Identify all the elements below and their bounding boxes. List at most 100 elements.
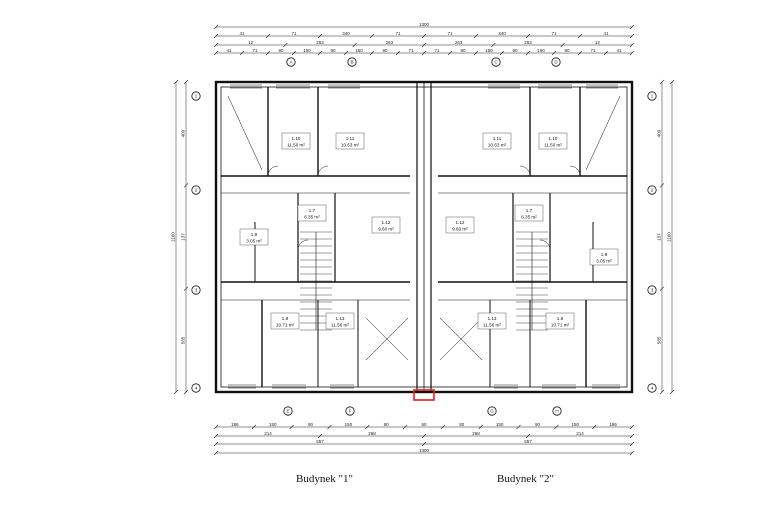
room-number: 1.10 <box>292 136 301 141</box>
dim-top-row3-value: 90 <box>330 48 336 53</box>
dim-bottom-row1-value: 90 <box>384 422 390 427</box>
dim-top-row1-tick <box>317 33 323 39</box>
caption-building-1: Budynek "1" <box>296 473 353 485</box>
room-label-box <box>477 312 507 330</box>
dim-bottom-row1-value: 186 <box>231 422 239 427</box>
room-area: 6.35 m² <box>521 215 537 220</box>
dim-top-row1-tick <box>213 33 219 39</box>
axis-marker-bottom-label: F <box>349 409 352 414</box>
room-label-box <box>325 312 355 330</box>
dim-right-total-tick <box>669 79 675 85</box>
room-label-box <box>239 228 269 246</box>
dim-top-row3-tick <box>213 50 219 56</box>
dim-top-row3-tick <box>577 50 583 56</box>
diagonal <box>365 317 409 361</box>
dim-top-row1-value: 340 <box>498 31 506 36</box>
dim-bottom-row2-value: 214 <box>264 431 272 436</box>
dim-top-row2-tick <box>213 42 219 48</box>
axis-marker-right <box>647 91 657 101</box>
dim-bottom-row1-value: 60 <box>421 422 427 427</box>
dim-right-parts-tick <box>659 183 665 188</box>
dim-top-row1-value: 71 <box>551 31 557 36</box>
dim-bottom-row1-tick <box>251 424 257 430</box>
room-area: 10.63 m² <box>341 143 360 148</box>
axis-marker-bottom-label: H <box>555 409 558 414</box>
axis-marker-right <box>647 285 657 295</box>
dim-bottom-row1-tick <box>213 424 219 430</box>
dim-left-parts-value: 585 <box>181 336 186 344</box>
dim-right-parts-tick <box>659 286 665 291</box>
axis-marker-bottom <box>345 406 355 416</box>
room-area: 10.71 m² <box>551 323 570 328</box>
dim-top-row2-value: 12 <box>248 40 254 45</box>
dim-top-row3-tick <box>369 50 375 56</box>
dim-top-row3-value: 71 <box>590 48 596 53</box>
dim-left-parts-tick <box>183 79 189 85</box>
room-area: 9.60 m² <box>378 227 394 232</box>
dim-top-row1-value: 41 <box>603 31 609 36</box>
diagonal <box>585 95 621 171</box>
dim-left-parts-value: 137 <box>181 233 186 241</box>
dim-bottom-row2-tick <box>213 433 219 439</box>
dim-bottom-row1-tick <box>591 424 597 430</box>
dim-top-row2-tick <box>491 42 496 48</box>
room-number: 1.13 <box>488 316 497 321</box>
axis-marker-left <box>191 91 201 101</box>
dim-bottom-row1-tick <box>554 424 559 430</box>
dim-bottom-row1-tick <box>440 424 446 430</box>
caption-building-2: Budynek "2" <box>497 473 554 485</box>
dim-top-row3-tick <box>525 50 531 56</box>
dim-bottom-row2-tick <box>525 433 531 439</box>
axis-marker-top <box>347 57 357 67</box>
dim-top-row2-value: 263 <box>455 40 463 45</box>
room-area: 9.60 m² <box>452 227 468 232</box>
room-number: 1.8 <box>282 316 289 321</box>
dim-right-parts-tick <box>659 79 665 85</box>
room-label-box <box>514 204 544 222</box>
room-label-box <box>335 132 365 150</box>
dim-bottom-total-tick <box>629 450 635 456</box>
dim-top-row3-tick <box>239 50 245 56</box>
dim-right-parts-value: 409 <box>657 129 662 137</box>
dim-top-row1-tick <box>473 33 479 39</box>
door-swing <box>539 239 551 251</box>
axis-marker-bottom <box>487 406 497 416</box>
dim-top-row3-value: 90 <box>512 48 518 53</box>
dim-left-total-tick <box>173 389 179 395</box>
axis-marker-top-label: D <box>554 60 558 65</box>
room-number: 1.7 <box>526 208 533 213</box>
dim-top-row2-tick <box>352 42 357 48</box>
room-number: 1.12 <box>456 220 465 225</box>
dim-top-row3-value: 90 <box>278 48 284 53</box>
axis-marker-top-label: A <box>289 60 292 65</box>
room-number: 1.10 <box>549 136 558 141</box>
room-area: 11.50 m² <box>287 143 305 148</box>
dim-bottom-row1-tick <box>327 424 332 430</box>
room-label-box <box>270 312 300 330</box>
dim-left-parts-value: 409 <box>181 129 186 137</box>
dim-bottom-total-tick <box>213 450 219 456</box>
dim-top-row3-tick <box>265 50 271 56</box>
dim-bottom-row1-value: 90 <box>535 422 541 427</box>
dim-bottom-row1-tick <box>365 424 370 430</box>
dim-bottom-row1-value: 150 <box>572 422 580 427</box>
dim-bottom-row3-tick <box>421 441 427 447</box>
axis-marker-left-label: 3 <box>195 288 198 293</box>
party-wall-marker <box>413 389 435 401</box>
dim-bottom-row2-value: 268 <box>368 431 376 436</box>
room-label-box <box>297 204 327 222</box>
room-number: 1.9 <box>251 232 258 237</box>
dim-top-row1-value: 71 <box>291 31 297 36</box>
room-label-box <box>371 216 401 234</box>
room-area: 3.05 m² <box>246 239 262 244</box>
diagonal <box>439 317 483 361</box>
room-area: 11.50 m² <box>544 143 562 148</box>
dim-top-row1-tick <box>421 33 427 39</box>
room-area: 6.35 m² <box>304 215 320 220</box>
dim-bottom-row2-tick <box>629 433 635 439</box>
dim-top-row3-value: 90 <box>460 48 466 53</box>
dim-top-row2-tick <box>421 42 427 48</box>
dim-top-row3-value: 41 <box>616 48 622 53</box>
